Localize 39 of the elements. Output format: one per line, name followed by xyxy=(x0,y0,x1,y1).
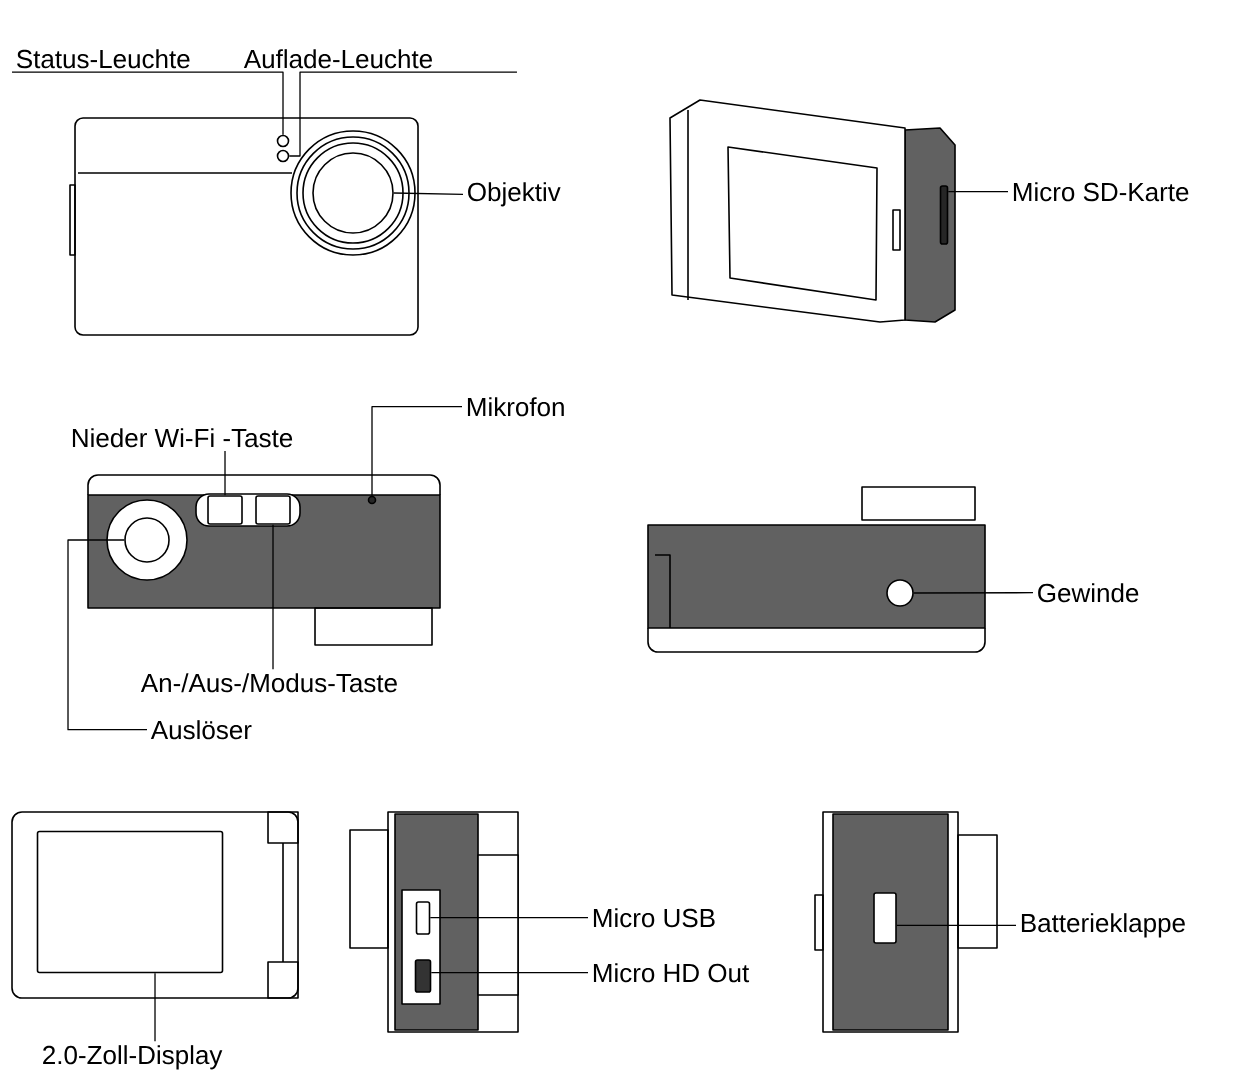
leader-line xyxy=(11,71,284,136)
status-light xyxy=(276,134,290,148)
leader-line xyxy=(393,192,464,195)
sd-card-slot xyxy=(939,185,949,245)
part-label: Micro USB xyxy=(593,908,715,928)
camera-lens xyxy=(312,152,394,234)
leader-line xyxy=(371,406,463,497)
leader-line xyxy=(67,539,148,731)
leader-line xyxy=(430,972,589,974)
leader-line xyxy=(913,592,1034,594)
hdmi-port xyxy=(414,959,432,993)
part-label: Micro HD Out xyxy=(593,963,750,983)
leader-line xyxy=(896,924,1017,926)
shutter-button xyxy=(124,517,170,563)
usb-port xyxy=(415,901,431,935)
part-label: Status-Leuchte xyxy=(17,49,190,69)
part-label: Batterieklappe xyxy=(1021,913,1185,938)
leader-line xyxy=(224,450,226,496)
part-label: An-/Aus-/Modus-Taste xyxy=(140,673,397,693)
part-label: Mikrofon xyxy=(467,397,564,417)
microphone-hole xyxy=(367,495,377,505)
part-label: Objektiv xyxy=(468,182,561,207)
part-label: Nieder Wi-Fi -Taste xyxy=(72,428,293,448)
leader-line xyxy=(429,917,589,919)
wifi-button xyxy=(207,495,243,525)
part-label: Micro SD-Karte xyxy=(1013,182,1189,202)
leader-line xyxy=(288,71,518,157)
charging-light xyxy=(276,149,290,163)
leader-line xyxy=(154,972,156,1042)
leader-line xyxy=(947,191,1009,193)
tripod-thread xyxy=(886,579,914,607)
part-label: Auflade-Leuchte xyxy=(243,49,432,69)
leader-line xyxy=(272,524,274,670)
display-screen xyxy=(36,830,224,974)
part-label: Gewinde xyxy=(1038,583,1139,603)
part-label: Auslöser xyxy=(150,720,252,740)
battery-latch xyxy=(873,892,897,944)
mode-button xyxy=(255,495,291,525)
part-label: 2.0-Zoll-Display xyxy=(43,1045,223,1070)
